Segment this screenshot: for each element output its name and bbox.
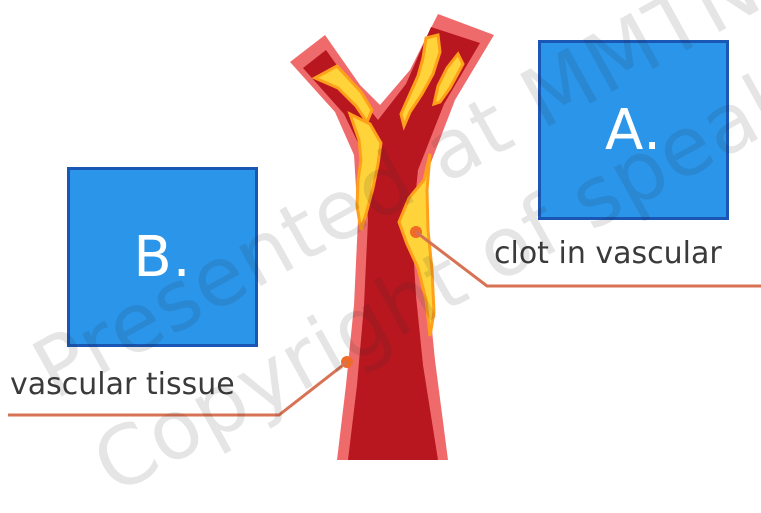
label-box-a-text: A.: [605, 98, 662, 163]
label-box-b-text: B.: [133, 225, 191, 290]
tissue-callout-label: vascular tissue: [10, 367, 235, 402]
label-box-b: B.: [67, 167, 258, 347]
label-box-a: A.: [538, 40, 729, 220]
clot-callout-label: clot in vascular: [494, 236, 722, 271]
